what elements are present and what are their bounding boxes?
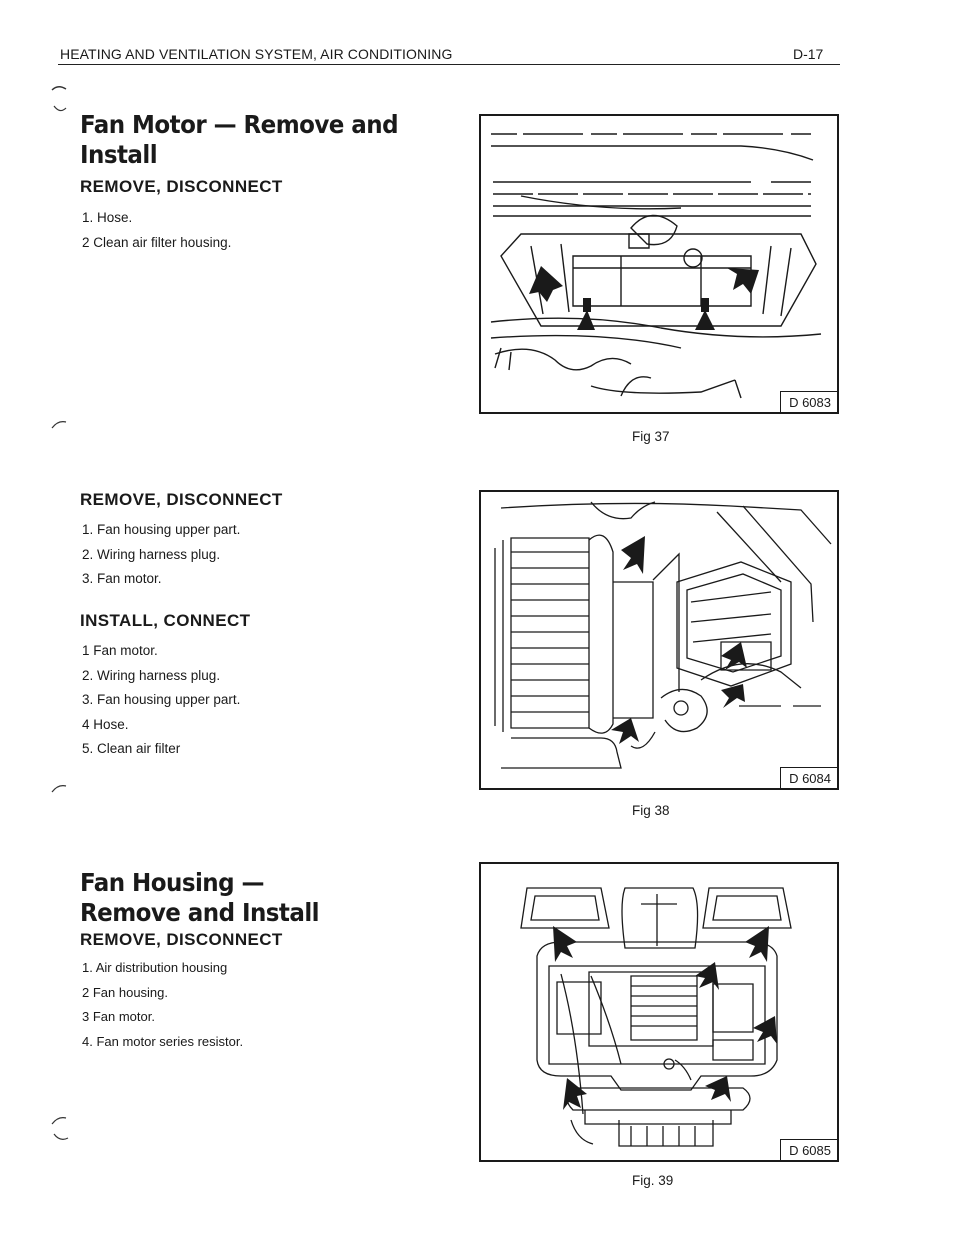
list-item: 2. Wiring harness plug.	[82, 667, 221, 683]
figure-code: D 6084	[780, 767, 837, 788]
step-list: 1. Fan housing upper part. 2. Wiring har…	[82, 522, 240, 596]
remove-disconnect-heading: REMOVE, DISCONNECT	[80, 177, 283, 196]
figure-code: D 6085	[780, 1139, 837, 1160]
fan-housing-illustration	[520, 887, 792, 1147]
figure-caption: Fig 38	[632, 803, 670, 818]
margin-mark	[53, 105, 67, 112]
running-header-title: HEATING AND VENTILATION SYSTEM, AIR COND…	[60, 46, 453, 62]
list-item: 3. Fan motor.	[82, 571, 162, 586]
list-item: 2 Clean air filter housing.	[82, 234, 232, 250]
margin-mark	[51, 1117, 67, 1125]
margin-mark	[51, 785, 67, 793]
list-item: 3 Fan motor.	[82, 1009, 155, 1024]
figure-caption: Fig 37	[632, 429, 670, 444]
list-item: 1. Air distribution housing	[82, 960, 228, 975]
step-list: 1. Hose. 2 Clean air filter housing.	[82, 210, 231, 259]
list-item: 1 Fan motor.	[82, 643, 158, 658]
section-title-fan-housing: Fan Housing — Remove and Install	[80, 868, 320, 927]
air-filter-housing-illustration	[490, 133, 822, 399]
figure-caption: Fig. 39	[632, 1173, 674, 1188]
install-connect-heading: INSTALL, CONNECT	[80, 611, 251, 630]
header-rule	[58, 64, 840, 65]
fan-motor-housing-illustration	[494, 501, 832, 769]
margin-mark	[51, 86, 67, 91]
list-item: 2 Fan housing.	[82, 984, 169, 1000]
margin-mark	[51, 421, 67, 429]
margin-mark	[53, 1133, 69, 1140]
figure-code: D 6083	[780, 391, 837, 412]
page-number: D-17	[793, 46, 824, 62]
remove-disconnect-heading: REMOVE, DISCONNECT	[80, 490, 283, 509]
section-title-fan-motor: Fan Motor — Remove and Install	[80, 110, 399, 169]
remove-disconnect-heading: REMOVE, DISCONNECT	[80, 930, 283, 949]
step-list: 1. Air distribution housing 2 Fan housin…	[82, 960, 243, 1058]
list-item: 1. Hose.	[82, 210, 133, 225]
list-item: 2. Wiring harness plug.	[82, 546, 221, 562]
figure-39: D 6085	[479, 862, 839, 1162]
list-item: 5. Clean air filter	[82, 741, 181, 756]
step-list: 1 Fan motor. 2. Wiring harness plug. 3. …	[82, 643, 240, 766]
list-item: 1. Fan housing upper part.	[82, 522, 241, 537]
list-item: 3. Fan housing upper part.	[82, 692, 241, 707]
figure-37: D 6083	[479, 114, 839, 414]
list-item: 4. Fan motor series resistor.	[82, 1033, 244, 1049]
figure-38: D 6084	[479, 490, 839, 790]
list-item: 4 Hose.	[82, 716, 129, 732]
